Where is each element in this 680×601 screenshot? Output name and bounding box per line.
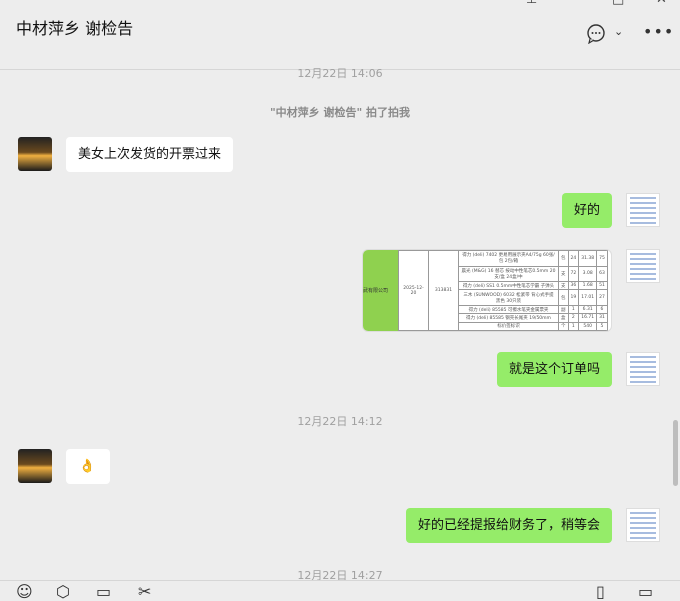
input-divider [0,580,680,581]
video-icon[interactable]: ▭ [638,582,654,601]
order-cell: 72 [567,265,580,283]
timestamp: 12月22日 14:27 [297,569,383,582]
order-cell: 17.01 [578,289,598,306]
message-bubble: 就是这个订单吗 [496,352,612,387]
order-cell: 1.68 [578,281,598,291]
order-cell: 27 [596,289,608,306]
order-cell: 得力 (deli) SS1 0.5mm中性笔芯学霸 子弹头 [458,281,559,291]
favorites-icon[interactable]: ⬡ [56,582,70,601]
order-cell: 63 [596,265,608,283]
code-cell: 313831 [428,250,459,331]
contact-avatar[interactable] [18,137,52,171]
order-cell: 2 [567,313,580,323]
order-cell: 5 [596,321,608,331]
order-cell: 3.08 [578,265,598,283]
order-cell: 盒 [558,313,569,323]
message-bubble: 好的 [561,193,612,228]
order-cell: 24 [567,250,580,267]
order-cell: 51 [596,281,608,291]
order-cell: 1 [567,304,580,315]
order-cell: 31.38 [578,250,598,267]
folder-icon[interactable]: ▭ [96,582,112,601]
timestamp: 12月22日 14:06 [297,67,383,80]
order-cell: 得力 (deli) 7402 更易用展示夹A4/75g 60张/包 2包/箱 [458,250,559,267]
maximize-icon[interactable]: □ [612,0,624,7]
order-cell: 6 [596,304,608,315]
order-cell: 1 [567,321,580,331]
order-cell: 支 [558,265,569,283]
more-icon[interactable]: ••• [643,22,675,41]
order-cell: 得力 (deli) 85585 可擦水笔夹金属票夹 [458,304,559,315]
order-cell: 包 [558,289,569,306]
chat-title: 中材萍乡 谢检告 [16,19,134,38]
order-cell: 31 [596,313,608,323]
order-cell: 16.71 [578,313,598,323]
order-cell: 540 [578,321,598,331]
order-cell: 包 [558,250,569,267]
order-cell: 三木 (SUNWOOD) 6032 松紧带 背心式手提 黑色 30只装 [458,289,559,306]
voice-icon[interactable]: ▯ [596,582,605,601]
my-avatar[interactable] [626,193,660,227]
company-cell: 武有限公司 [363,250,398,331]
pin-icon[interactable]: ⊥ [526,0,537,7]
scissors-icon[interactable]: ✂ [138,582,152,601]
timestamp: 12月22日 14:12 [297,415,383,428]
order-cell: 晨光 (M&G) 16 替芯 按动中性笔芯0.5mm 20支/盒 24盒/中 [458,265,559,283]
close-icon[interactable]: ✕ [656,0,667,7]
my-avatar[interactable] [626,508,660,542]
order-cell: 6.31 [578,304,598,315]
order-cell: 支 [558,281,569,291]
order-cell: 36 [567,281,580,291]
pat-notice: "中材萍乡 谢检告" 拍了拍我 [269,106,411,119]
ok-emoji-bubble: 👌 [66,449,110,484]
my-avatar[interactable] [626,249,660,283]
message-bubble: 好的已经提报给财务了，稍等会 [405,508,612,543]
minimize-icon[interactable]: — [570,0,583,7]
order-cell: 标价签标识 [458,321,559,331]
emoji-icon[interactable]: ☺ [16,582,33,601]
order-cell: 75 [596,250,608,267]
order-cell: 得力 (deli) 85585 钢壳长尾夹 19/50mm [458,313,559,323]
order-cell: 个 [558,321,569,331]
chat-icon[interactable] [586,24,606,44]
order-cell: 19 [567,289,580,306]
scrollbar[interactable] [673,420,678,486]
date-cell: 2025-12-20 [398,250,429,331]
chevron-down-icon[interactable]: ⌄ [614,25,624,38]
contact-avatar[interactable] [18,449,52,483]
order-cell: 副 [558,304,569,315]
header-divider [0,69,680,70]
my-avatar[interactable] [626,352,660,386]
message-bubble: 美女上次发货的开票过来 [66,137,234,172]
